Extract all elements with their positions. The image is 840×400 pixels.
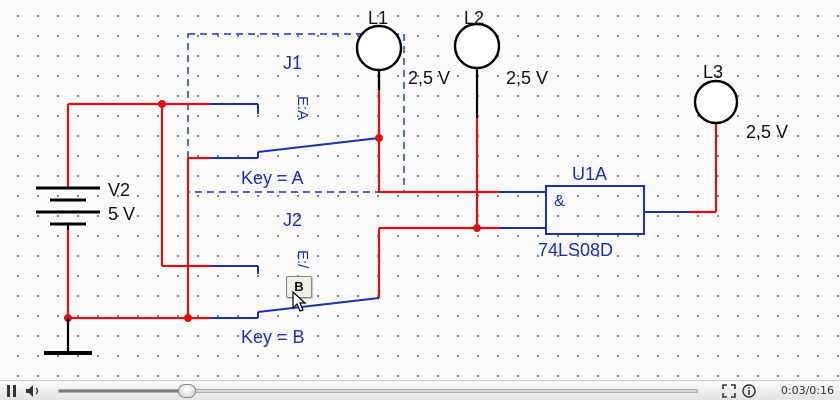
j2-key-label: Key = B [241, 327, 305, 347]
powered-wires [66, 90, 718, 320]
seek-bar-progress [59, 390, 179, 392]
switch-wires [210, 103, 690, 319]
j1-contact-text: E:A [294, 96, 311, 120]
seek-bar[interactable] [58, 384, 698, 398]
lamp-l1-name: L1 [368, 8, 388, 28]
lamp-l3-rating: 2,5 V [746, 122, 788, 142]
time-display: 0:03/0:16 [780, 384, 834, 397]
and-gate-body [545, 185, 645, 235]
info-icon[interactable] [742, 384, 756, 398]
gate-part-number: 74LS08D [538, 240, 613, 260]
fullscreen-icon[interactable] [722, 384, 736, 398]
ground-symbol [44, 318, 92, 355]
j1-key-label: Key = A [241, 168, 304, 188]
j2-label: J2 [283, 210, 302, 230]
junction-dots [64, 100, 481, 322]
lamp-l2-name: L2 [464, 8, 484, 28]
lamp-l2-rating: 2,5 V [506, 68, 548, 88]
lamp-l1-rating: 2,5 V [408, 68, 450, 88]
volume-icon[interactable] [24, 384, 44, 398]
j1-label: J1 [283, 53, 302, 73]
lamp-l3-name: L3 [703, 62, 723, 82]
media-player-bar: 0:03/0:16 [0, 380, 840, 400]
battery-voltage: 5 V [108, 204, 135, 224]
pause-icon[interactable] [6, 384, 18, 398]
gate-symbol: & [554, 193, 565, 210]
j2-contact-text: E:/ [294, 250, 311, 269]
battery-v2 [36, 186, 100, 230]
lamp-l3 [693, 79, 739, 125]
mouse-pointer-icon [292, 291, 307, 312]
gate-name: U1A [572, 164, 607, 184]
battery-name: V2 [108, 180, 130, 200]
circuit-diagram: J1 E:A Key = A J2 E:/ Key = B V2 5 V L1 … [36, 8, 788, 355]
lamp-l1 [355, 24, 403, 90]
schematic-canvas[interactable]: J1 E:A Key = A J2 E:/ Key = B V2 5 V L1 … [0, 0, 840, 380]
j1-dashed-box [187, 33, 405, 193]
seek-bar-thumb[interactable] [178, 384, 196, 398]
lamp-l2 [453, 22, 501, 70]
